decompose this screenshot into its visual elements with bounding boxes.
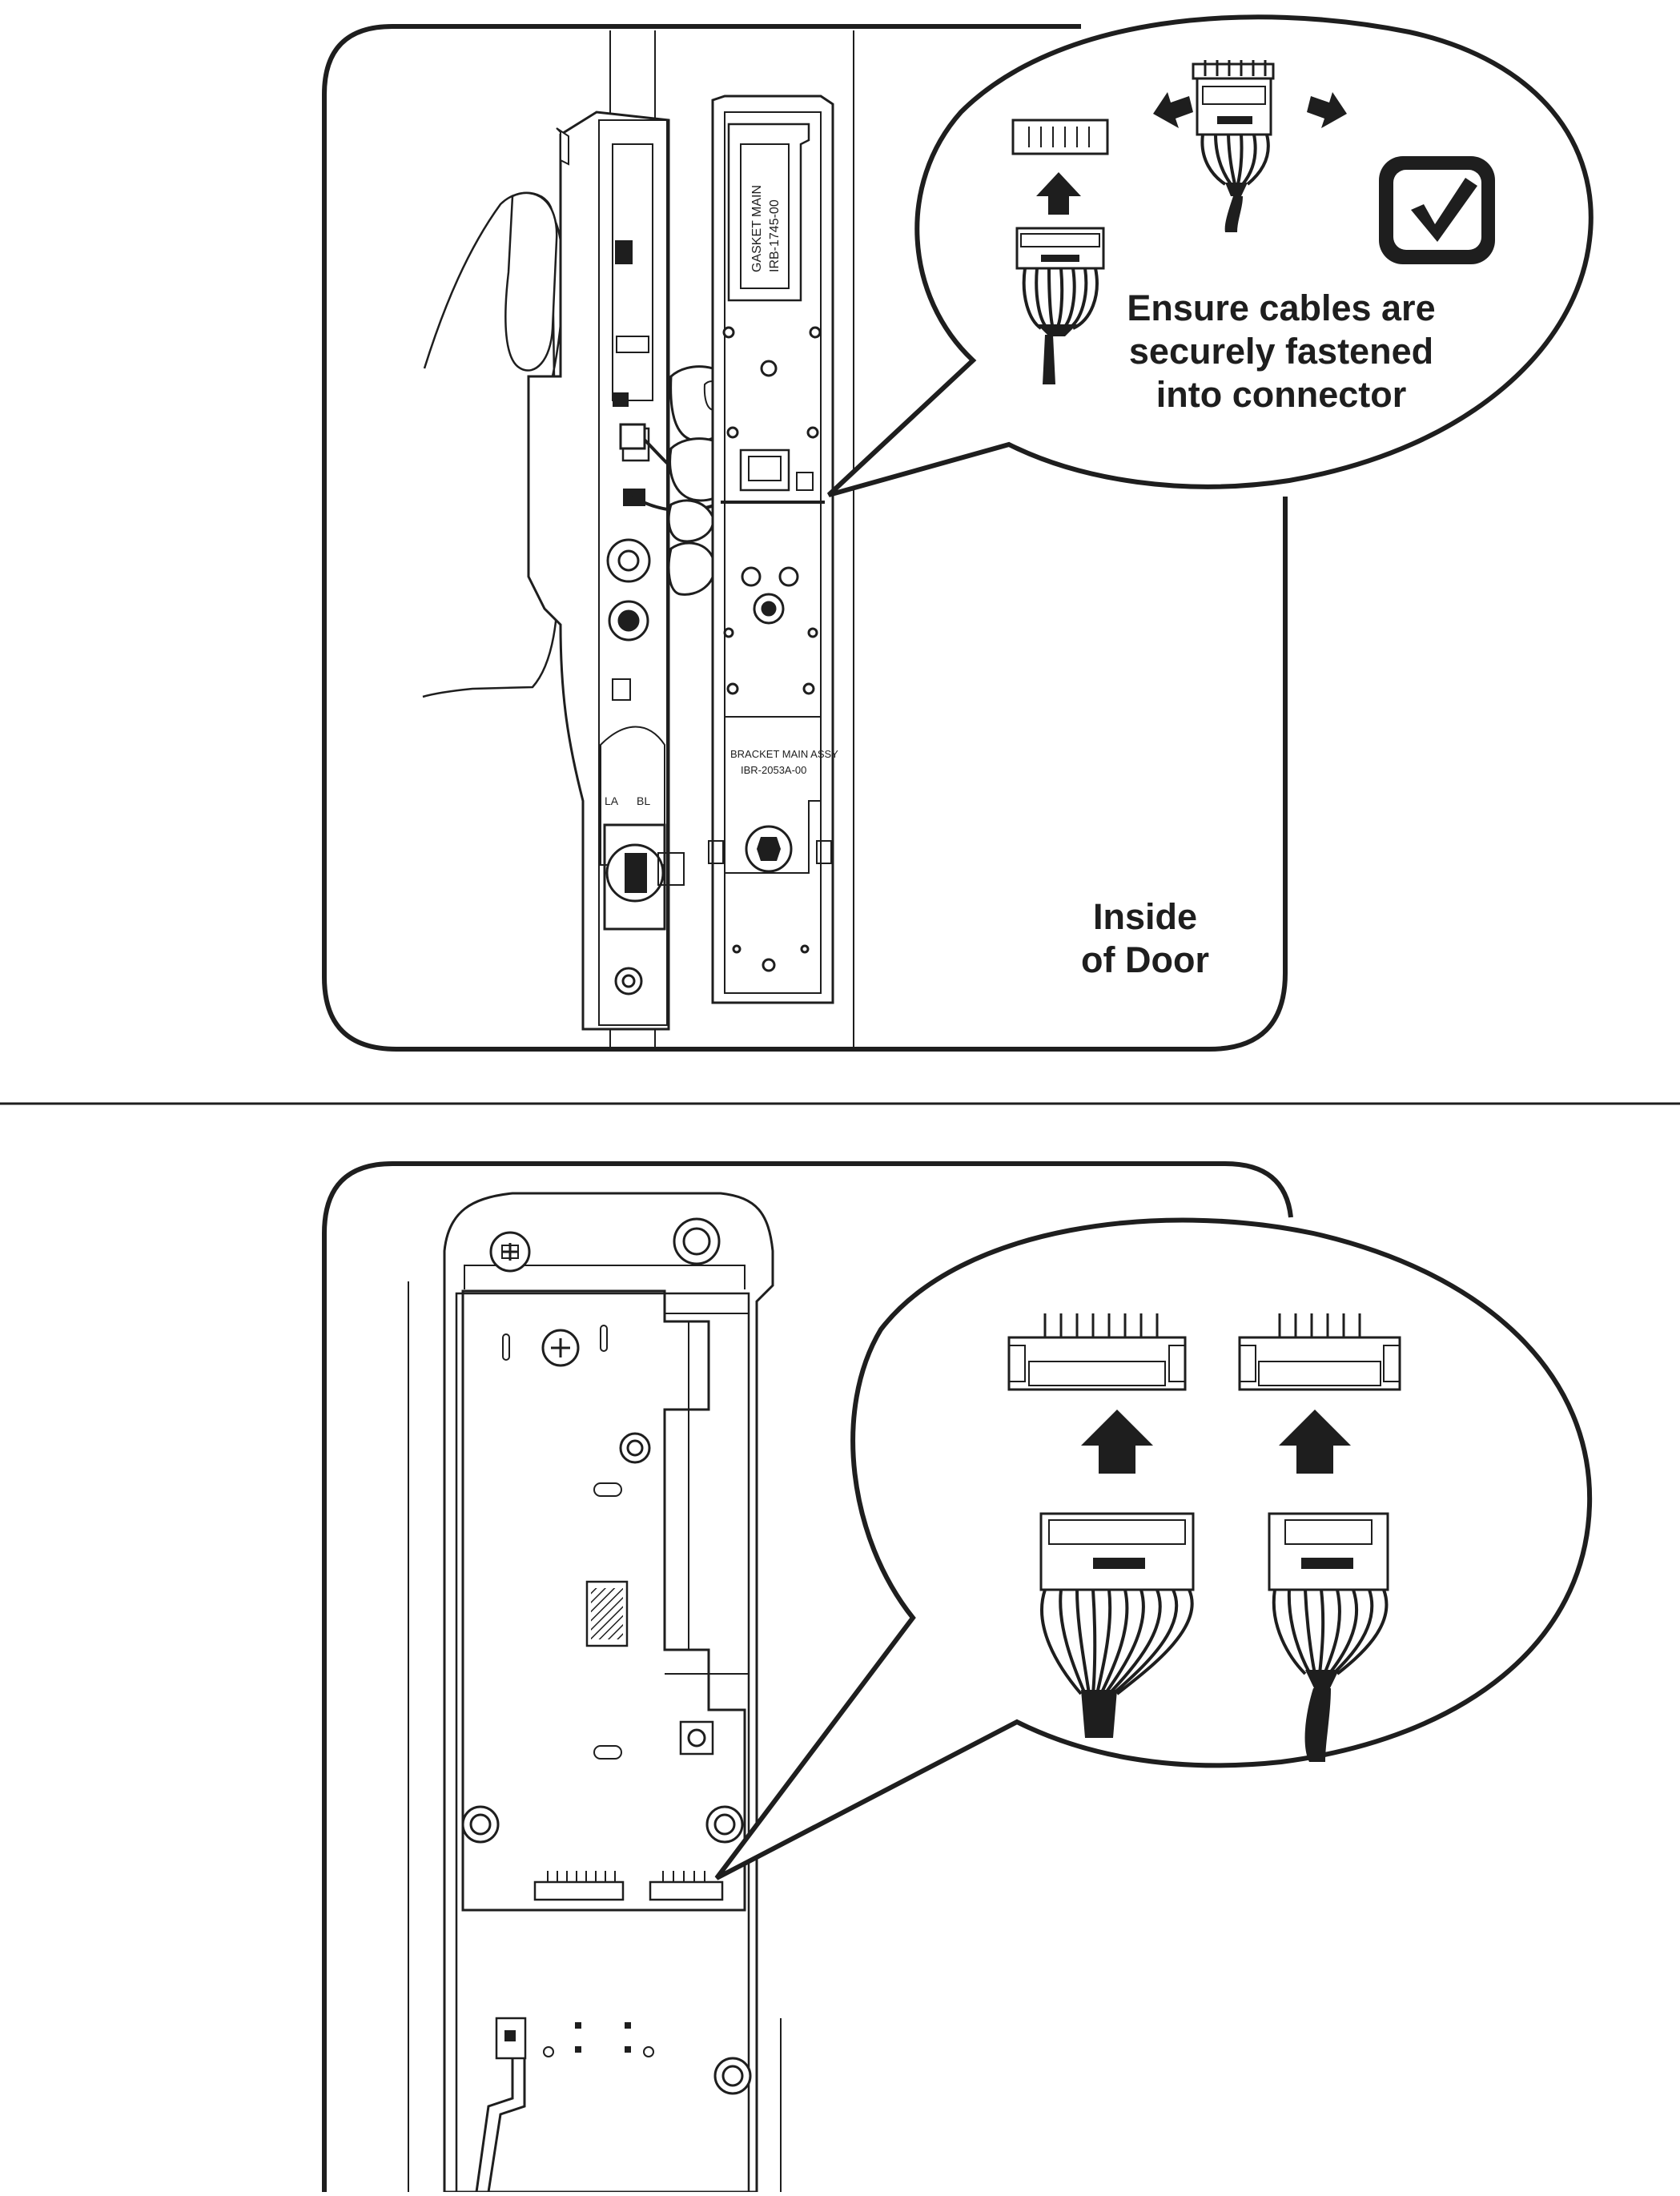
thumb-illustration [504, 191, 558, 372]
mounting-plate [708, 95, 834, 1004]
gasket-label: GASKET MAIN IRB-1745-00 [750, 185, 782, 272]
arrow-up-icon [1279, 1410, 1351, 1474]
arrow-up-icon [1081, 1410, 1153, 1474]
top-panel: LA BL [322, 14, 1594, 1052]
location-label: Inside of Door [1081, 896, 1209, 980]
pcb-mark-la: LA [605, 794, 619, 807]
connector-6pin-group [1238, 1313, 1401, 1762]
bracket-label-line2: IBR-2053A-00 [741, 764, 806, 776]
squeeze-arrow-icon [1153, 92, 1193, 128]
svg-text:IRB-1745-00: IRB-1745-00 [768, 199, 782, 272]
pcb-mark-bl: BL [637, 794, 650, 807]
bracket-label-line1: BRACKET MAIN ASSY [730, 748, 838, 760]
mated-connector-group [1153, 60, 1347, 232]
small-connector-group [1011, 119, 1109, 384]
svg-text:GASKET MAIN: GASKET MAIN [750, 185, 764, 272]
interior-lock-body [527, 111, 685, 1031]
checkmark-icon [1379, 156, 1495, 264]
cable-connector-icon [619, 423, 646, 450]
lock-back-plate [443, 1192, 774, 2194]
callout-instruction-text: Ensure cables are securely fastened into… [1127, 288, 1436, 415]
bottom-panel [322, 1161, 1593, 2194]
squeeze-arrow-icon [1307, 92, 1347, 128]
top-panel-frame [322, 24, 1288, 1052]
arrow-up-icon [1036, 172, 1081, 215]
connector-8pin-group [1007, 1313, 1195, 1738]
bottom-panel-frame [322, 1161, 1293, 2192]
